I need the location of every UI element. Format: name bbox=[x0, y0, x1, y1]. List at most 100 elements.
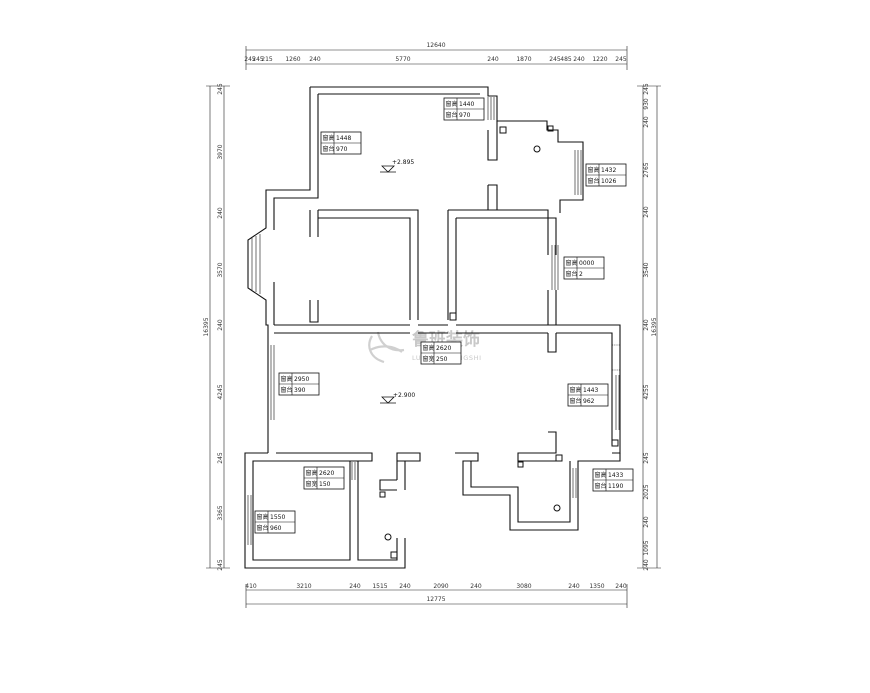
top-dim: 245 bbox=[244, 56, 256, 63]
window-tag-value: 1440 bbox=[459, 101, 474, 108]
left-dim: 3365 bbox=[217, 505, 224, 520]
window-tag-key: 窗台 bbox=[566, 270, 578, 278]
window-tag-value: 1550 bbox=[270, 514, 285, 521]
window-tag-key: 窗高 bbox=[588, 166, 600, 174]
right-dim: 245 bbox=[643, 452, 650, 464]
window-tag-key: 窗高 bbox=[281, 375, 293, 383]
window-tag-key: 窗台 bbox=[281, 386, 293, 394]
right-dim: 240 bbox=[643, 559, 650, 571]
window-tag-key: 窗高 bbox=[323, 134, 335, 142]
window-tag-value: 2620 bbox=[436, 345, 451, 352]
leaf-logo-icon bbox=[368, 331, 405, 364]
window-tag-value: 1448 bbox=[336, 135, 351, 142]
bottom-total-dim: 12775 bbox=[426, 596, 445, 603]
bottom-dim: 1350 bbox=[589, 583, 604, 590]
left-dim: 3570 bbox=[217, 262, 224, 277]
bottom-dim: 1515 bbox=[372, 583, 387, 590]
left-dim: 245 bbox=[217, 83, 224, 95]
window-tag-value: 970 bbox=[336, 146, 348, 153]
window-tag-value: 1432 bbox=[601, 167, 616, 174]
top-dim: 240 bbox=[487, 56, 499, 63]
top-dim: 1260 bbox=[285, 56, 300, 63]
top-dim: 1220 bbox=[592, 56, 607, 63]
bottom-dim: 240 bbox=[615, 583, 627, 590]
walls bbox=[244, 86, 621, 569]
window-tag-key: 窗高 bbox=[566, 259, 578, 267]
window-tag-key: 窗高 bbox=[595, 471, 607, 479]
bottom-dim: 3210 bbox=[296, 583, 311, 590]
right-dim: 240 bbox=[643, 116, 650, 128]
level-triangle-icon bbox=[380, 165, 396, 173]
window-tag-value: 1443 bbox=[583, 387, 598, 394]
window-tag-value: 1433 bbox=[608, 472, 623, 479]
level-triangle-icon bbox=[380, 396, 396, 404]
top-dim: 245 bbox=[252, 56, 264, 63]
bottom-dim: 240 bbox=[568, 583, 580, 590]
window-tag-value: 960 bbox=[270, 525, 282, 532]
pipe-icon bbox=[611, 439, 619, 447]
top-dim: 245 bbox=[549, 56, 561, 63]
left-dim: 240 bbox=[217, 319, 224, 331]
window-tag-key: 窗台 bbox=[570, 397, 582, 405]
right-dim: 2765 bbox=[643, 162, 650, 177]
top-dim: 245 bbox=[615, 56, 627, 63]
right-dim: 4255 bbox=[643, 384, 650, 399]
right-dim: 240 bbox=[643, 206, 650, 218]
bottom-dim: 410 bbox=[245, 583, 257, 590]
left-dim: 4245 bbox=[217, 384, 224, 399]
window-tag-value: 390 bbox=[294, 387, 306, 394]
window-tag-key: 窗宽 bbox=[423, 355, 435, 363]
drain-icon bbox=[553, 504, 561, 512]
drain-icon bbox=[384, 533, 392, 541]
pipe-icon bbox=[547, 125, 554, 132]
top-dim: 240 bbox=[309, 56, 321, 63]
bottom-dim: 240 bbox=[470, 583, 482, 590]
right-dim: 2025 bbox=[643, 484, 650, 499]
window-tag-value: 2 bbox=[579, 271, 583, 278]
window-tag-value: 962 bbox=[583, 398, 595, 405]
window-tag-value: 2950 bbox=[294, 376, 309, 383]
bottom-dim: 2090 bbox=[433, 583, 448, 590]
level-label: +2.895 bbox=[392, 159, 414, 166]
windows bbox=[244, 97, 621, 545]
top-dim: 1870 bbox=[516, 56, 531, 63]
pipe-icon bbox=[390, 551, 398, 559]
top-dim: 215 bbox=[261, 56, 273, 63]
bottom-dim: 240 bbox=[349, 583, 361, 590]
window-tag-value: 1190 bbox=[608, 483, 623, 490]
pipe-icon bbox=[499, 126, 507, 134]
top-dim: 5770 bbox=[395, 56, 410, 63]
level-marker: +2.900 bbox=[380, 392, 415, 404]
window-tag-value: 2620 bbox=[319, 470, 334, 477]
window-tag-value: 250 bbox=[436, 356, 448, 363]
level-label: +2.900 bbox=[393, 392, 415, 399]
right-dim: 930 bbox=[643, 98, 650, 110]
left-dim: 245 bbox=[217, 452, 224, 464]
window-tag-value: 1026 bbox=[601, 178, 616, 185]
bottom-dim: 3080 bbox=[516, 583, 531, 590]
pipe-icon bbox=[379, 491, 386, 498]
top-total-dim: 12640 bbox=[426, 42, 445, 49]
left-dim: 240 bbox=[217, 207, 224, 219]
top-dim: 240 bbox=[573, 56, 585, 63]
right-dim: 3540 bbox=[643, 262, 650, 277]
window-tag-key: 窗宽 bbox=[306, 480, 318, 488]
dimension-labels: 12640 245 245 215 1260 240 5770 240 1870… bbox=[203, 42, 658, 603]
left-dim: 3970 bbox=[217, 144, 224, 159]
window-tag-key: 窗高 bbox=[423, 344, 435, 352]
window-tag-key: 窗台 bbox=[595, 482, 607, 490]
drain-icon bbox=[533, 145, 541, 153]
pipe-icon bbox=[555, 454, 563, 462]
window-tag-key: 窗高 bbox=[306, 469, 318, 477]
window-tag-key: 窗台 bbox=[588, 177, 600, 185]
window-tag-key: 窗高 bbox=[446, 100, 458, 108]
